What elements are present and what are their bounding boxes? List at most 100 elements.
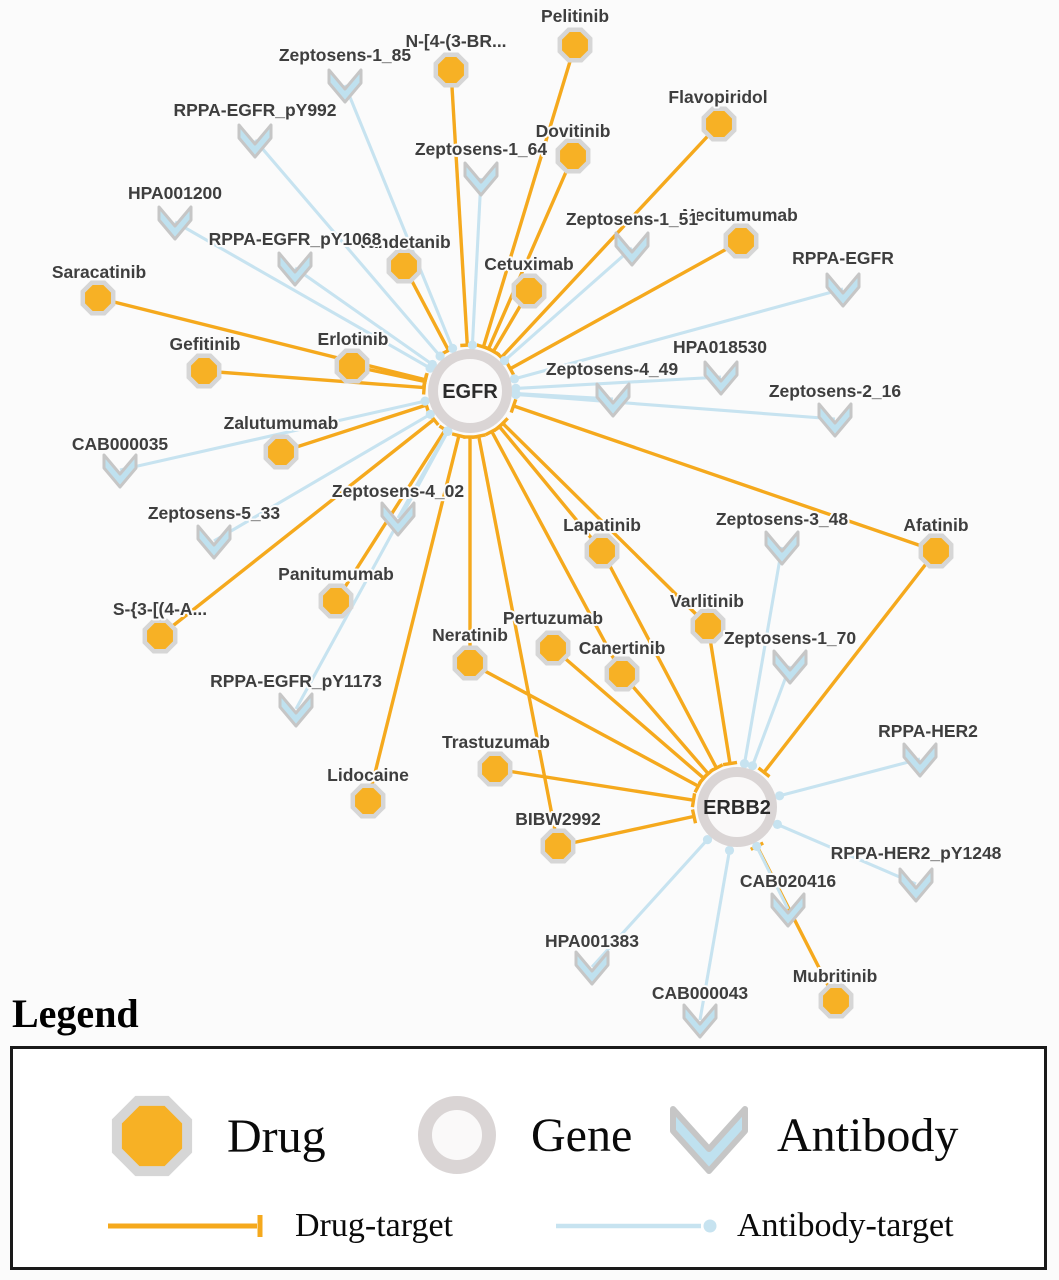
node-label-trastuzumab: Trastuzumab (442, 732, 550, 752)
drug-node-panitumumab[interactable] (318, 583, 354, 619)
antibody-node-cab000035[interactable] (102, 453, 138, 489)
gene-node-erbb2[interactable] (697, 767, 777, 847)
antibody-target-edge-zeptosens-3-48-erbb2 (739, 546, 784, 769)
antibody-node-zeptosens-4-02[interactable] (380, 501, 416, 537)
drug-node-varlitinib[interactable] (690, 608, 726, 644)
node-label-hpa018530: HPA018530 (673, 337, 767, 357)
antibody-icon (670, 1106, 748, 1174)
drug-node-zalutumumab[interactable] (263, 434, 299, 470)
antibody-target-edge-zeptosens-1-64-egfr (467, 177, 483, 350)
antibody-node-rppa-egfr-py992[interactable] (237, 123, 273, 159)
legend-item-antibody: Antibody (663, 1089, 958, 1181)
antibody-target-edge-hpa018530-egfr (511, 375, 722, 393)
legend-item-antibody-edge: Antibody-target (553, 1207, 954, 1245)
node-label-panitumumab: Panitumumab (278, 564, 394, 584)
drug-icon (111, 1095, 193, 1177)
node-label-zeptosens-4-49: Zeptosens-4_49 (546, 359, 679, 379)
drug-node-lidocaine[interactable] (350, 783, 386, 819)
antibody-node-zeptosens-2-16[interactable] (817, 402, 853, 438)
drug-node-vandetanib[interactable] (386, 248, 422, 284)
drug-node-pelitinib[interactable] (557, 27, 593, 63)
antibody-target-edge-rppa-egfr-egfr (509, 287, 844, 384)
gene-node-egfr[interactable] (428, 349, 512, 433)
node-label-zeptosens-5-33: Zeptosens-5_33 (148, 503, 281, 523)
antibody-icon-shape (670, 1106, 748, 1174)
node-label-cab000035: CAB000035 (72, 434, 169, 454)
antibody-node-rppa-her2-py1248[interactable] (898, 867, 934, 903)
drug-target-edge-flavopiridol-egfr (495, 122, 721, 364)
drug-target-edge-afatinib-erbb2 (757, 549, 938, 778)
antibody-node-rppa-egfr-py1173[interactable] (278, 692, 314, 728)
drug-node-n-4-3-br[interactable] (433, 52, 469, 88)
node-label-cab000043: CAB000043 (652, 983, 749, 1003)
node-label-canertinib: Canertinib (579, 638, 666, 658)
node-label-flavopiridol: Flavopiridol (668, 87, 767, 107)
drug-icon-shape (111, 1095, 193, 1177)
antibody-node-zeptosens-1-64[interactable] (463, 161, 499, 197)
node-label-gefitinib: Gefitinib (170, 334, 241, 354)
antibody-node-cab000043[interactable] (682, 1003, 718, 1039)
drug-target-edge-varlitinib-egfr (496, 417, 710, 628)
legend-drug-edge-label: Drug-target (295, 1207, 453, 1244)
antibody-node-zeptosens-4-49[interactable] (595, 382, 631, 418)
antibody-node-rppa-egfr[interactable] (825, 272, 861, 308)
node-label-afatinib: Afatinib (903, 515, 968, 535)
drug-node-s-3-4-a[interactable] (142, 618, 178, 654)
node-label-rppa-egfr-py1068: RPPA-EGFR_pY1068 (209, 229, 382, 249)
node-label-necitumumab: Necitumumab (682, 205, 798, 225)
antibody-target-edge-rppa-egfr-py992-egfr (253, 138, 445, 361)
drug-node-canertinib[interactable] (604, 656, 640, 692)
edge-layer (97, 44, 938, 1021)
antibody-node-zeptosens-1-51[interactable] (614, 231, 650, 267)
antibody-node-cab020416[interactable] (770, 892, 806, 928)
node-label-zeptosens-3-48: Zeptosens-3_48 (716, 509, 849, 529)
antibody-target-edge-rppa-egfr-py1068-egfr (294, 266, 437, 370)
node-label-cab020416: CAB020416 (740, 871, 837, 891)
legend-antibody-label: Antibody (777, 1108, 959, 1162)
node-layer (80, 27, 954, 1039)
drug-node-neratinib[interactable] (452, 645, 488, 681)
drug-target-edge-canertinib-egfr (484, 426, 624, 675)
drug-node-bibw2992[interactable] (540, 828, 576, 864)
drug-node-trastuzumab[interactable] (477, 751, 513, 787)
antibody-target-edge-rppa-egfr-py1173-egfr (294, 426, 453, 710)
antibody-node-zeptosens-5-33[interactable] (196, 524, 232, 560)
node-label-dovitinib: Dovitinib (536, 121, 611, 141)
gene-icon (418, 1096, 496, 1174)
legend-drug-label: Drug (227, 1109, 326, 1163)
antibody-node-zeptosens-1-70[interactable] (772, 649, 808, 685)
antibody-node-hpa001383[interactable] (574, 950, 610, 986)
node-label-mubritinib: Mubritinib (793, 966, 878, 986)
drug-node-lapatinib[interactable] (584, 533, 620, 569)
node-label-zeptosens-1-64: Zeptosens-1_64 (415, 139, 548, 159)
node-label-bibw2992: BIBW2992 (515, 809, 601, 829)
antibody-target-edge-rppa-her2-erbb2 (775, 757, 921, 801)
drug-node-dovitinib[interactable] (555, 138, 591, 174)
legend-item-drug-edge: Drug-target (105, 1207, 453, 1245)
antibody-target-edge-zeptosens-1-51-egfr (499, 246, 634, 366)
node-label-lidocaine: Lidocaine (327, 765, 409, 785)
drug-node-gefitinib[interactable] (186, 353, 222, 389)
antibody-node-zeptosens-1-85[interactable] (327, 68, 363, 104)
drug-target-edge-canertinib-erbb2 (620, 672, 715, 780)
drug-node-pertuzumab[interactable] (535, 630, 571, 666)
drug-node-mubritinib[interactable] (818, 983, 854, 1019)
drug-node-afatinib[interactable] (918, 533, 954, 569)
antibody-node-rppa-egfr-py1068[interactable] (277, 251, 313, 287)
label-layer: PelitinibN-[4-(3-BR...DovitinibFlavopiri… (50, 4, 1004, 1005)
drug-node-saracatinib[interactable] (80, 280, 116, 316)
antibody-node-zeptosens-3-48[interactable] (764, 530, 800, 566)
antibody-node-hpa001200[interactable] (157, 205, 193, 241)
drug-node-cetuximab[interactable] (511, 273, 547, 309)
antibody-node-rppa-her2[interactable] (902, 742, 938, 778)
drug-node-necitumumab[interactable] (723, 223, 759, 259)
antibody-target-edge-cab020416-erbb2 (752, 841, 790, 910)
drug-target-edge-varlitinib-erbb2 (706, 625, 738, 767)
antibody-node-hpa018530[interactable] (703, 360, 739, 396)
node-label-lapatinib: Lapatinib (563, 515, 641, 535)
drug-node-flavopiridol[interactable] (701, 106, 737, 142)
gene-label-egfr: EGFR (442, 381, 498, 403)
antibody-target-edge-zeptosens-1-85-egfr (343, 84, 458, 353)
drug-node-erlotinib[interactable] (334, 348, 370, 384)
